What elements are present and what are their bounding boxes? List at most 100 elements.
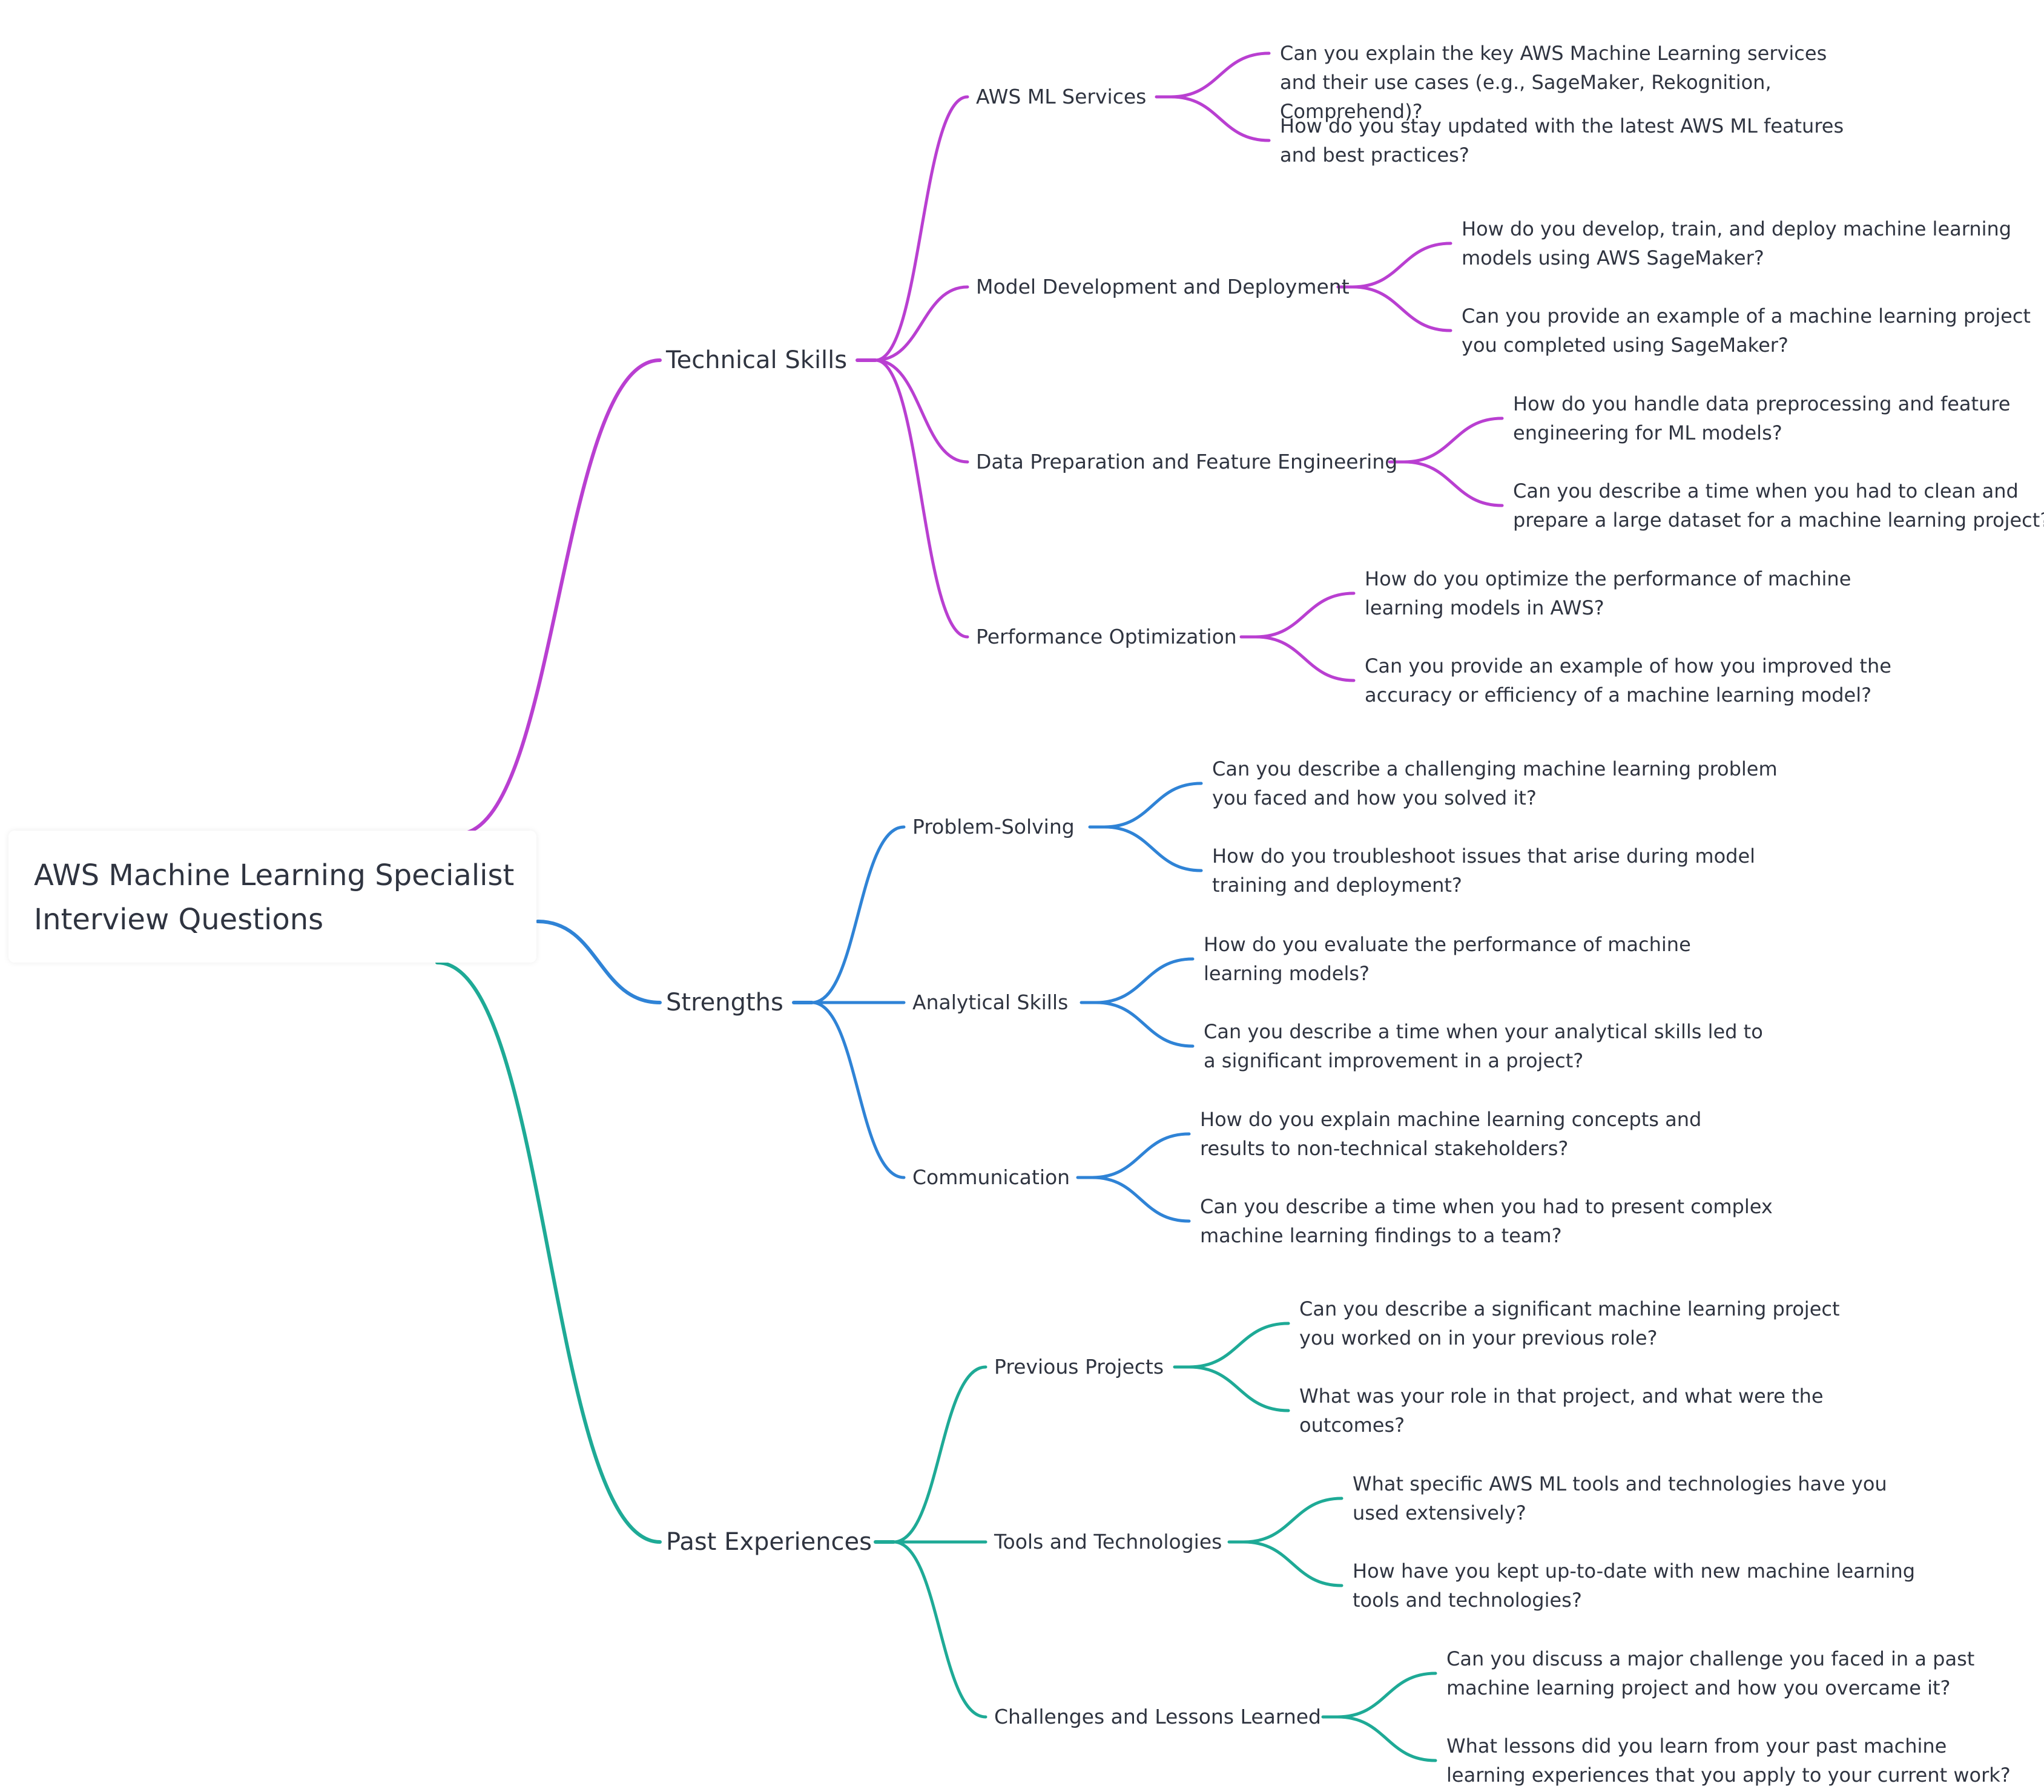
question-line: learning models in AWS? [1365,596,1604,619]
question-line: Can you explain the key AWS Machine Lear… [1280,42,1827,65]
question-line: you completed using SageMaker? [1462,334,1788,357]
connector-question [1090,1132,1191,1179]
question-line: Can you describe a time when you had to … [1513,479,2019,502]
topic-node[interactable]: Analytical Skills [912,990,1069,1014]
branch-technical-skills[interactable]: Technical Skills [666,346,848,374]
question-node[interactable]: How do you stay updated with the latest … [1280,111,1844,170]
connector-question [1402,460,1504,507]
question-node[interactable]: What was your role in that project, and … [1299,1382,1824,1440]
connector-question [1242,1540,1343,1587]
question-line: prepare a large dataset for a machine le… [1513,509,2044,532]
topic-node[interactable]: Performance Optimization [976,625,1237,648]
question-node[interactable]: What specific AWS ML tools and technolog… [1353,1469,1887,1527]
connector-root-strengths [536,920,662,1004]
question-node[interactable]: How do you evaluate the performance of m… [1204,930,1691,988]
topic-node[interactable]: Communication [912,1165,1070,1189]
question-line: Can you describe a significant machine l… [1299,1297,1840,1320]
question-line: and their use cases (e.g., SageMaker, Re… [1280,71,1772,94]
question-node[interactable]: Can you explain the key AWS Machine Lear… [1280,39,1827,126]
question-line: you worked on in your previous role? [1299,1326,1658,1349]
question-line: How do you explain machine learning conc… [1200,1108,1702,1131]
question-node[interactable]: Can you describe a significant machine l… [1299,1294,1840,1352]
connector-topic [874,358,969,464]
question-node[interactable]: How have you kept up-to-date with new ma… [1353,1556,1915,1615]
connector-question [1169,95,1271,142]
connector-root-past-experiences [435,961,662,1544]
question-line: used extensively? [1353,1501,1526,1524]
question-node[interactable]: Can you provide an example of a machine … [1462,301,2031,360]
connector-question [1103,782,1203,829]
connector-question [1336,1672,1437,1719]
topic-node[interactable]: Previous Projects [994,1355,1164,1379]
question-node[interactable]: How do you optimize the performance of m… [1365,564,1851,622]
question-node[interactable]: Can you describe a challenging machine l… [1212,754,1778,812]
connector-question [1103,825,1203,872]
question-line: machine learning findings to a team? [1200,1224,1562,1247]
question-line: How do you handle data preprocessing and… [1513,392,2011,415]
question-line: How do you stay updated with the latest … [1280,114,1844,137]
question-line: Can you discuss a major challenge you fa… [1446,1647,1975,1670]
connector-question [1094,1001,1195,1048]
question-node[interactable]: Can you discuss a major challenge you fa… [1446,1644,1974,1702]
branch-past-experiences[interactable]: Past Experiences [666,1528,872,1556]
connector-topic [810,825,906,1004]
question-line: Can you describe a challenging machine l… [1212,757,1778,780]
topic-node[interactable]: AWS ML Services [976,85,1147,108]
question-line: accuracy or efficiency of a machine lear… [1365,684,1872,707]
topic-node[interactable]: Data Preparation and Feature Engineering [976,450,1398,473]
question-line: you faced and how you solved it? [1212,786,1537,809]
question-line: What was your role in that project, and … [1299,1385,1824,1408]
question-line: Can you describe a time when your analyt… [1204,1020,1763,1043]
connector-question [1187,1365,1290,1412]
question-line: Can you provide an example of how you im… [1365,654,1891,677]
question-node[interactable]: Can you describe a time when you had to … [1513,476,2044,535]
topic-node[interactable]: Tools and Technologies [994,1530,1222,1553]
question-line: What lessons did you learn from your pas… [1446,1734,1947,1757]
branch-strengths[interactable]: Strengths [666,989,783,1016]
question-line: How have you kept up-to-date with new ma… [1353,1560,1916,1583]
question-node[interactable]: What lessons did you learn from your pas… [1446,1731,2011,1790]
connector-topic [810,1001,906,1179]
connector-question [1242,1497,1343,1544]
connector-question [1094,957,1195,1004]
question-line: How do you optimize the performance of m… [1365,567,1851,590]
connector-question [1336,1715,1437,1762]
connector-root-technical-skills [455,358,662,836]
question-node[interactable]: How do you explain machine learning conc… [1200,1105,1701,1163]
question-line: Can you provide an example of a machine … [1462,305,2031,328]
connector-topic [892,1540,987,1719]
question-line: outcomes? [1299,1414,1405,1437]
question-line: Can you describe a time when you had to … [1200,1195,1773,1218]
connector-question [1402,417,1504,464]
topic-node[interactable]: Model Development and Deployment [976,275,1350,298]
question-node[interactable]: Can you describe a time when you had to … [1200,1192,1773,1250]
question-line: a significant improvement in a project? [1204,1049,1584,1072]
question-line: models using AWS SageMaker? [1462,246,1764,269]
topic-node[interactable]: Problem-Solving [912,815,1075,838]
question-node[interactable]: Can you describe a time when your analyt… [1204,1017,1763,1075]
question-line: What specific AWS ML tools and technolog… [1353,1472,1887,1495]
root-title-line-1: AWS Machine Learning Specialist [34,858,515,892]
question-line: How do you troubleshoot issues that aris… [1212,845,1756,868]
root-node[interactable] [8,831,536,963]
connector-question [1254,635,1356,682]
connector-question [1169,51,1271,99]
connector-question [1090,1176,1191,1223]
connector-question [1351,242,1452,289]
question-node[interactable]: How do you troubleshoot issues that aris… [1212,842,1755,900]
question-line: Comprehend)? [1280,100,1423,123]
root-title-line-2: Interview Questions [34,903,324,937]
question-line: engineering for ML models? [1513,421,1782,444]
question-line: How do you develop, train, and deploy ma… [1462,217,2012,240]
question-line: tools and technologies? [1353,1589,1582,1612]
question-node[interactable]: How do you develop, train, and deploy ma… [1462,214,2011,272]
question-line: machine learning project and how you ove… [1446,1676,1951,1699]
question-node[interactable]: How do you handle data preprocessing and… [1513,389,2010,447]
connector-question [1254,591,1356,639]
question-node[interactable]: Can you provide an example of how you im… [1365,651,1891,710]
topic-node[interactable]: Challenges and Lessons Learned [994,1705,1322,1728]
question-line: learning models? [1204,962,1370,985]
question-line: learning experiences that you apply to y… [1446,1764,2011,1787]
connector-question [1187,1322,1290,1369]
